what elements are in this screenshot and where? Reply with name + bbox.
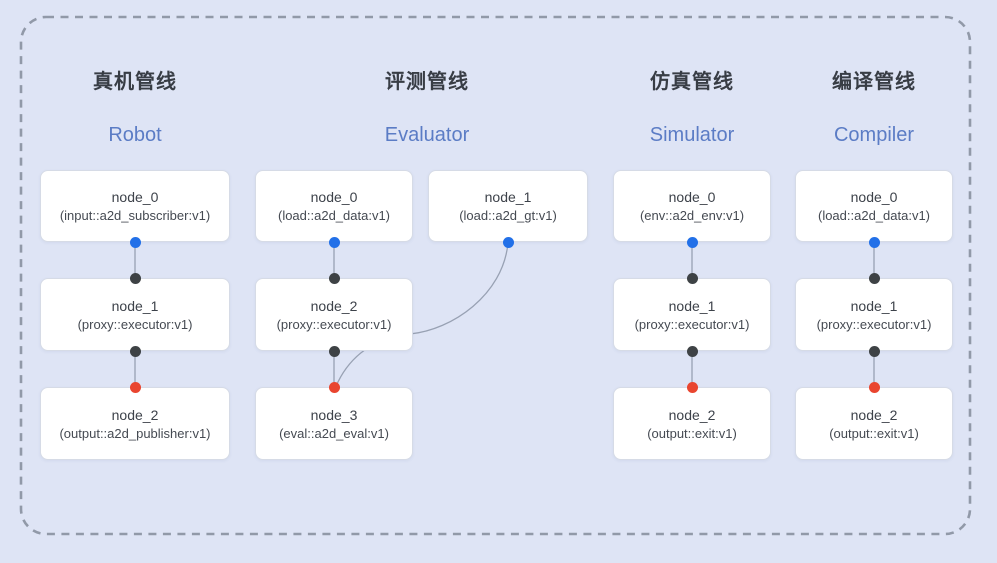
node-robot-0[interactable]: node_0 (input::a2d_subscriber:v1) <box>40 170 230 242</box>
red-input-port-icon <box>868 381 880 393</box>
node-name: node_1 <box>111 297 159 314</box>
black-output-port-icon <box>868 345 880 357</box>
node-type: (proxy::executor:v1) <box>816 316 932 332</box>
node-simulator-0[interactable]: node_0 (env::a2d_env:v1) <box>613 170 771 242</box>
node-type: (load::a2d_data:v1) <box>817 208 931 223</box>
node-evaluator-3[interactable]: node_3 (eval::a2d_eval:v1) <box>255 387 413 460</box>
node-name: node_2 <box>310 297 358 314</box>
node-type: (proxy::executor:v1) <box>634 316 750 332</box>
node-name: node_0 <box>310 189 358 205</box>
node-type: (output::a2d_publisher:v1) <box>59 425 211 441</box>
node-simulator-1[interactable]: node_1 (proxy::executor:v1) <box>613 278 771 351</box>
node-type: (load::a2d_gt:v1) <box>459 208 557 223</box>
node-name: node_0 <box>111 189 159 205</box>
node-name: node_2 <box>668 406 716 423</box>
pipeline-title-zh-compiler: 编译管线 <box>832 71 916 93</box>
node-robot-1[interactable]: node_1 (proxy::executor:v1) <box>40 278 230 351</box>
red-input-port-icon <box>129 381 141 393</box>
red-input-port-icon <box>686 381 698 393</box>
dashed-frame <box>19 15 972 536</box>
pipeline-title-zh-evaluator: 评测管线 <box>385 71 469 93</box>
node-name: node_1 <box>668 297 716 314</box>
node-evaluator-2[interactable]: node_2 (proxy::executor:v1) <box>255 278 413 351</box>
black-input-port-icon <box>868 272 880 284</box>
pipeline-title-zh-robot: 真机管线 <box>93 71 177 93</box>
blue-output-port-icon <box>502 236 514 248</box>
node-name: node_2 <box>111 406 159 423</box>
node-robot-2[interactable]: node_2 (output::a2d_publisher:v1) <box>40 387 230 460</box>
pipeline-title-en-robot: Robot <box>108 124 162 146</box>
node-name: node_0 <box>850 189 898 205</box>
node-type: (env::a2d_env:v1) <box>639 208 745 223</box>
edge-gt-to-eval <box>336 242 509 385</box>
node-compiler-0[interactable]: node_0 (load::a2d_data:v1) <box>795 170 953 242</box>
blue-output-port-icon <box>686 236 698 248</box>
node-type: (output::exit:v1) <box>829 425 919 441</box>
black-input-port-icon <box>686 272 698 284</box>
blue-output-port-icon <box>129 236 141 248</box>
node-evaluator-0[interactable]: node_0 (load::a2d_data:v1) <box>255 170 413 242</box>
node-evaluator-1[interactable]: node_1 (load::a2d_gt:v1) <box>428 170 588 242</box>
pipeline-title-zh-simulator: 仿真管线 <box>650 71 734 93</box>
node-type: (input::a2d_subscriber:v1) <box>59 208 211 223</box>
node-type: (eval::a2d_eval:v1) <box>279 425 389 441</box>
node-type: (proxy::executor:v1) <box>276 316 392 332</box>
node-type: (output::exit:v1) <box>647 425 737 441</box>
node-type: (proxy::executor:v1) <box>77 316 193 332</box>
black-input-port-icon <box>129 272 141 284</box>
black-input-port-icon <box>328 272 340 284</box>
pipeline-title-en-simulator: Simulator <box>649 124 735 146</box>
blue-output-port-icon <box>328 236 340 248</box>
node-type: (load::a2d_data:v1) <box>277 208 391 223</box>
pipeline-title-en-compiler: Compiler <box>833 124 915 146</box>
node-name: node_1 <box>484 189 532 205</box>
node-name: node_2 <box>850 406 898 423</box>
black-output-port-icon <box>129 345 141 357</box>
black-output-port-icon <box>686 345 698 357</box>
black-output-port-icon <box>328 345 340 357</box>
node-simulator-2[interactable]: node_2 (output::exit:v1) <box>613 387 771 460</box>
node-name: node_1 <box>850 297 898 314</box>
node-compiler-1[interactable]: node_1 (proxy::executor:v1) <box>795 278 953 351</box>
red-input-port-icon <box>328 381 340 393</box>
node-compiler-2[interactable]: node_2 (output::exit:v1) <box>795 387 953 460</box>
pipeline-title-en-evaluator: Evaluator <box>384 124 470 146</box>
node-name: node_0 <box>668 189 716 205</box>
node-name: node_3 <box>310 406 358 423</box>
blue-output-port-icon <box>868 236 880 248</box>
